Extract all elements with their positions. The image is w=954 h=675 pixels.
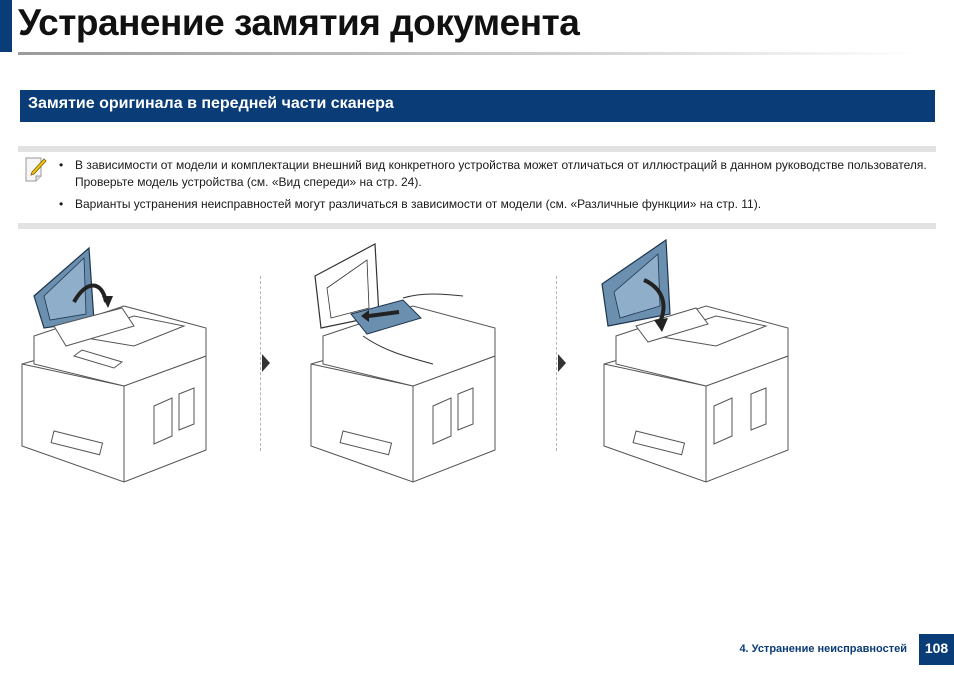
note-list: В зависимости от модели и комплектации в…: [58, 157, 928, 218]
note-top-border: [18, 146, 936, 152]
step-separator: [260, 276, 261, 451]
footer-chapter: 4. Устранение неисправностей: [739, 643, 907, 655]
triangle-arrow-icon: [262, 354, 270, 372]
note-bottom-border: [18, 223, 936, 229]
step-2-illustration: [310, 243, 496, 483]
step-1-illustration: [21, 246, 207, 483]
step-separator: [556, 276, 557, 451]
step-3-illustration: [601, 238, 789, 483]
note-item: В зависимости от модели и комплектации в…: [58, 157, 928, 191]
title-divider: [18, 52, 918, 55]
page-number: 108: [919, 634, 954, 665]
section-header: Замятие оригинала в передней части скане…: [20, 90, 935, 122]
section-title: Замятие оригинала в передней части скане…: [28, 95, 394, 112]
triangle-arrow-icon: [558, 354, 566, 372]
note-item: Варианты устранения неисправностей могут…: [58, 196, 928, 213]
page-title: Устранение замятия документа: [18, 2, 580, 43]
title-accent-bar: [0, 0, 12, 52]
note-pencil-icon: [25, 156, 47, 182]
